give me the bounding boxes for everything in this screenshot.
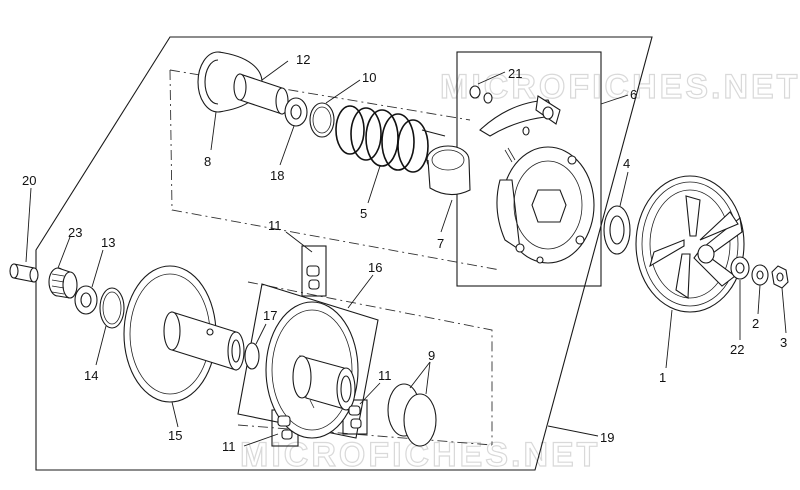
ring-14 <box>99 287 125 329</box>
bushing-20 <box>9 263 39 283</box>
callout-12: 12 <box>296 52 310 67</box>
callout-22: 22 <box>730 342 744 357</box>
ring-14-inner <box>102 291 122 325</box>
clip-21 <box>469 85 493 104</box>
group-outline-upper <box>169 69 501 271</box>
callout-5: 5 <box>360 206 367 221</box>
slider-box-upper <box>301 245 327 297</box>
callout-18: 18 <box>270 168 284 183</box>
bearing-18 <box>284 97 308 127</box>
slider-left <box>277 415 293 440</box>
callout-19: 19 <box>600 430 614 445</box>
callout-labels: 12 10 8 18 5 7 21 6 4 11 20 23 13 14 15 … <box>22 52 787 454</box>
clutch-bell <box>635 175 745 313</box>
clutch-shoe <box>479 95 561 163</box>
leader-lines <box>25 60 787 447</box>
slider-upper <box>306 265 320 290</box>
needle-bearing-23 <box>48 267 78 299</box>
callout-11-top: 11 <box>268 218 282 233</box>
callout-20: 20 <box>22 173 36 188</box>
assembly-outline <box>35 36 653 471</box>
nut-3 <box>771 265 789 289</box>
callout-13: 13 <box>101 235 115 250</box>
slider-right <box>348 405 362 429</box>
callout-3: 3 <box>780 335 787 350</box>
spring-5 <box>335 105 446 173</box>
fixed-pulley-half <box>123 265 245 403</box>
callout-2: 2 <box>752 316 759 331</box>
rings-9 <box>387 383 437 447</box>
callout-15: 15 <box>168 428 182 443</box>
driven-pulley-half <box>197 51 289 115</box>
callout-14: 14 <box>84 368 98 383</box>
movable-pulley-half <box>265 301 359 439</box>
clutch-plate <box>496 146 595 264</box>
group-outline-lower <box>237 281 493 446</box>
callout-11-right: 11 <box>378 368 392 383</box>
sleeve-7 <box>426 145 471 196</box>
callout-9: 9 <box>428 348 435 363</box>
callout-21: 21 <box>508 66 522 81</box>
callout-23: 23 <box>68 225 82 240</box>
washer-4 <box>603 205 631 255</box>
spacer-22 <box>730 256 750 280</box>
bearing-13 <box>74 285 98 315</box>
callout-17: 17 <box>263 308 277 323</box>
callout-11-left: 11 <box>222 439 236 454</box>
ring-10-inner <box>312 106 332 134</box>
callout-1: 1 <box>659 370 666 385</box>
o-ring-17 <box>244 342 260 370</box>
movable-pulley-box <box>237 283 379 439</box>
watermark-top: MICROFICHES.NET <box>440 68 800 106</box>
ring-10 <box>309 102 335 138</box>
callout-10: 10 <box>362 70 376 85</box>
callout-4: 4 <box>623 156 630 171</box>
callout-16: 16 <box>368 260 382 275</box>
callout-7: 7 <box>437 236 444 251</box>
callout-6: 6 <box>630 87 637 102</box>
callout-8: 8 <box>204 154 211 169</box>
washer-2 <box>751 264 769 286</box>
